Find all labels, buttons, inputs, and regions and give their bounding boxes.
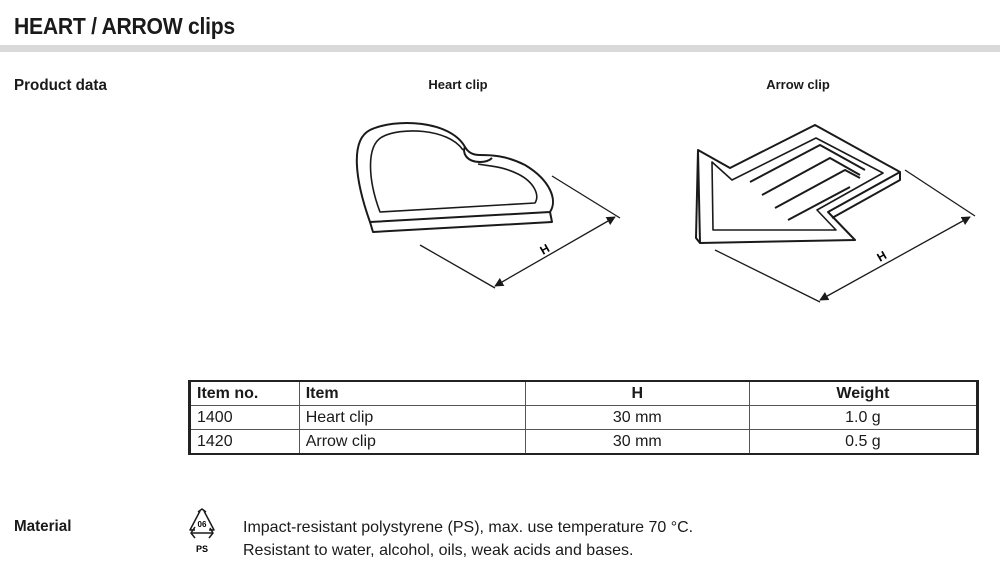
cell-h: 30 mm — [524, 429, 750, 455]
product-data-label: Product data — [14, 77, 107, 94]
arrow-dimension — [714, 169, 976, 303]
table-row: 1420 Arrow clip 30 mm 0.5 g — [188, 429, 980, 455]
material-label: Material — [14, 518, 72, 535]
material-line-1: Impact-resistant polystyrene (PS), max. … — [243, 519, 694, 536]
cell-item: Heart clip — [298, 405, 526, 430]
arrow-clip-drawing — [695, 124, 901, 244]
material-description: Impact-resistant polystyrene (PS), max. … — [243, 516, 693, 562]
cell-item-no: 1400 — [188, 405, 300, 430]
heart-dimension — [419, 175, 621, 289]
recycle-icon: 06 PS — [189, 508, 215, 554]
table-header-row: Item no. Item H Weight — [188, 380, 980, 406]
column-header-h: H — [524, 380, 750, 406]
cell-item-no: 1420 — [188, 429, 300, 455]
page-title: HEART / ARROW clips — [14, 13, 235, 39]
cell-weight: 1.0 g — [748, 405, 980, 430]
title-divider — [0, 45, 1000, 52]
table-row: 1400 Heart clip 30 mm 1.0 g — [188, 405, 980, 430]
clip-drawings: H H — [355, 121, 976, 303]
arrow-clip-caption: Arrow clip — [766, 77, 830, 92]
recycle-code: 06 — [198, 520, 207, 529]
column-header-weight: Weight — [748, 380, 980, 406]
cell-weight: 0.5 g — [748, 429, 980, 455]
column-header-item: Item — [298, 380, 526, 406]
arrow-dimension-label: H — [875, 248, 890, 264]
heart-clip-caption: Heart clip — [428, 77, 488, 92]
product-table: Item no. Item H Weight 1400 Heart clip 3… — [188, 380, 980, 455]
recycle-abbr: PS — [196, 544, 208, 554]
heart-clip-drawing — [355, 121, 554, 233]
column-header-item-no: Item no. — [188, 380, 300, 406]
cell-item: Arrow clip — [298, 429, 526, 455]
cell-h: 30 mm — [524, 405, 750, 430]
material-line-2: Resistant to water, alcohol, oils, weak … — [243, 542, 634, 559]
